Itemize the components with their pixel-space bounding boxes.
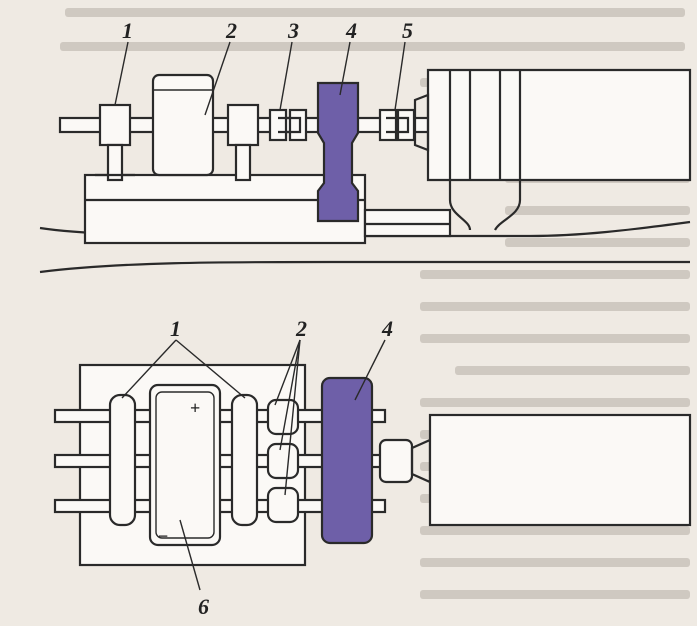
plus-sign: + bbox=[190, 398, 200, 418]
floor-lower-line bbox=[39, 260, 690, 274]
label-top-5: 5 bbox=[402, 18, 413, 43]
coupling-3 bbox=[268, 108, 308, 142]
machine-head-plan bbox=[428, 413, 692, 527]
plan-couplings-2 bbox=[266, 398, 300, 524]
label-bottom-6: 6 bbox=[198, 594, 209, 619]
bearing-1 bbox=[95, 103, 135, 182]
label-bottom-2: 2 bbox=[295, 316, 307, 341]
plan-view: + − 1 2 4 6 bbox=[53, 316, 692, 619]
part-4-side bbox=[316, 81, 360, 223]
plan-bearing-left bbox=[108, 393, 137, 527]
label-top-4: 4 bbox=[345, 18, 357, 43]
label-top-2: 2 bbox=[225, 18, 237, 43]
bearing-mid bbox=[226, 103, 260, 182]
part-4-plan bbox=[320, 376, 374, 545]
plan-bearing-right bbox=[230, 393, 259, 527]
leaders-top bbox=[114, 41, 406, 116]
label-top-1: 1 bbox=[122, 18, 133, 43]
drum-2 bbox=[151, 73, 215, 177]
coupling-5 bbox=[378, 108, 416, 142]
label-bottom-1: 1 bbox=[170, 316, 181, 341]
label-top-3: 3 bbox=[287, 18, 299, 43]
side-view: 1 2 3 4 5 bbox=[39, 18, 692, 274]
plan-drum-6 bbox=[148, 383, 222, 547]
machine-head-side bbox=[413, 68, 692, 231]
minus-sign: − bbox=[158, 526, 168, 546]
label-bottom-4: 4 bbox=[381, 316, 393, 341]
plan-output-coupling bbox=[378, 438, 414, 484]
leaders-bottom bbox=[121, 339, 386, 591]
